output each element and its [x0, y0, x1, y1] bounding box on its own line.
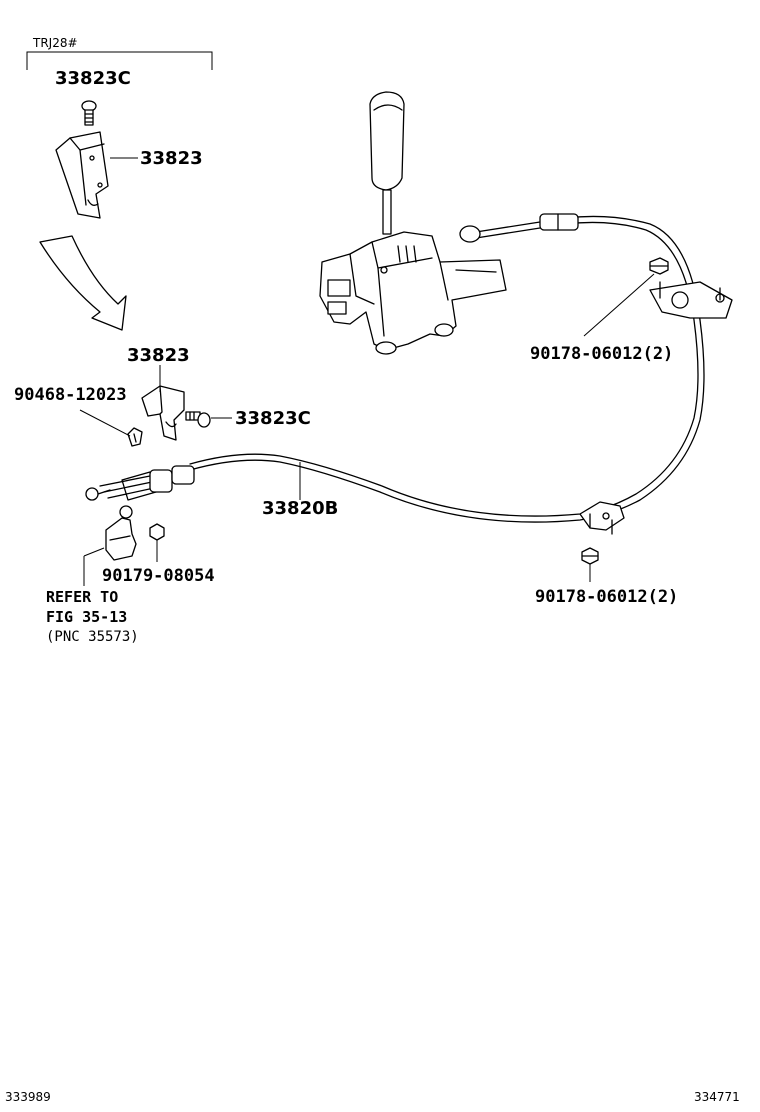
model-bracket: TRJ28#	[27, 36, 212, 70]
bracket-top-icon	[56, 132, 108, 218]
label-bracket-top: 33823	[140, 148, 203, 169]
bracket-mid-icon	[142, 386, 184, 440]
footer-right-id: 334771	[694, 1090, 740, 1104]
cable-clamp-icon	[106, 506, 136, 560]
cable-plate-lower-icon	[580, 502, 624, 534]
label-nut-upper: 90178-06012(2)	[530, 344, 673, 364]
nut-small-icon	[150, 524, 164, 540]
label-bracket-mid: 33823	[127, 345, 190, 366]
nut-lower-icon	[582, 548, 598, 564]
bolt-mid-icon	[186, 412, 210, 427]
clip-icon	[128, 428, 142, 446]
note-line-2: FIG 35-13	[46, 608, 127, 626]
control-cable-icon	[86, 214, 704, 522]
nut-upper-icon	[650, 258, 668, 274]
label-nut-small: 90179-08054	[102, 566, 215, 586]
footer-left-id: 333989	[5, 1090, 51, 1104]
shift-lever-icon	[320, 92, 506, 354]
note-line-3: (PNC 35573)	[46, 629, 139, 645]
label-clip: 90468-12023	[14, 385, 127, 405]
label-cable: 33820B	[262, 498, 338, 519]
curved-arrow-icon	[40, 236, 126, 330]
label-bolt-top: 33823C	[55, 68, 131, 89]
note-line-1: REFER TO	[46, 588, 118, 606]
bolt-top-icon	[82, 101, 96, 125]
cable-plate-upper-icon	[650, 282, 732, 318]
model-code: TRJ28#	[32, 36, 78, 50]
label-nut-lower: 90178-06012(2)	[535, 587, 678, 607]
label-bolt-mid: 33823C	[235, 408, 311, 429]
